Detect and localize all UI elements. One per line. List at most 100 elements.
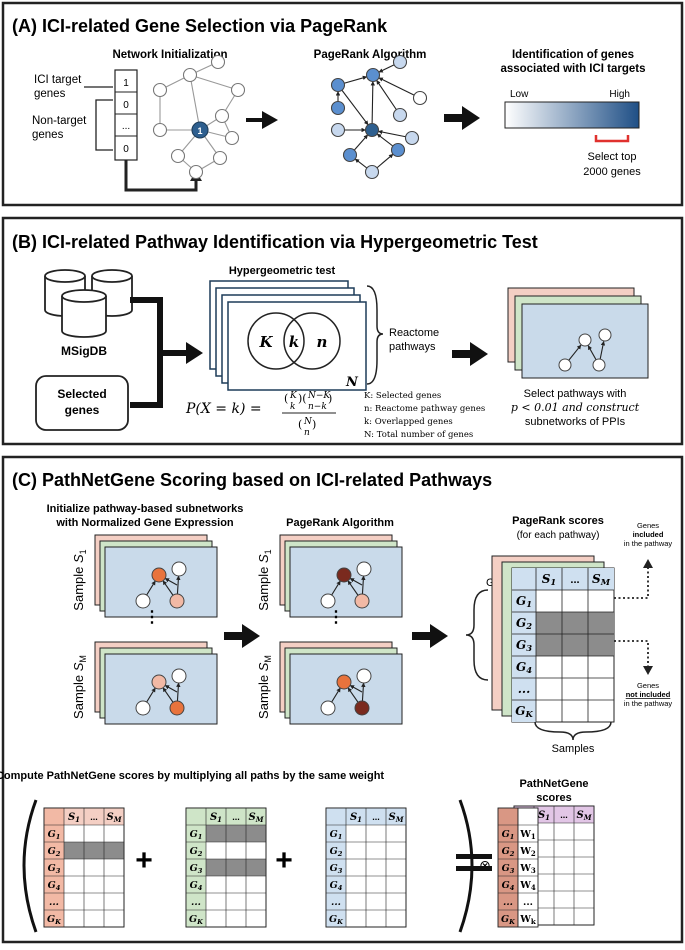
subnetwork-node xyxy=(151,567,167,583)
subnetwork-edge xyxy=(164,577,178,586)
not-included-arrowhead xyxy=(643,666,653,675)
sample-col-label: S1 xyxy=(210,812,222,824)
arrow-b1 xyxy=(160,342,203,364)
network-edge xyxy=(378,77,421,99)
legend-k: k: Overlapped genes xyxy=(364,417,453,427)
subnetwork-node xyxy=(558,358,572,372)
subnetwork-node xyxy=(578,333,592,347)
compute-title: Compute PathNetGene scores by multiplyin… xyxy=(0,770,384,782)
panel-b-title: (B) ICI-related Pathway Identification v… xyxy=(12,232,538,252)
pathway-stack-b xyxy=(507,287,649,379)
subnetwork-node xyxy=(171,561,187,577)
non-target-genes-label: genes xyxy=(32,129,64,141)
not-included-line3: in the pathway xyxy=(624,699,673,708)
sample-label: Sample S1 xyxy=(71,549,88,610)
svg-text:(: ( xyxy=(284,392,288,405)
svg-text:): ) xyxy=(328,392,332,405)
vector-value: ... xyxy=(122,121,130,132)
gene-label: ... xyxy=(503,897,513,908)
network-edge xyxy=(370,81,376,131)
select-top-line1: Select top xyxy=(588,151,637,163)
high-label: High xyxy=(609,89,630,100)
small-table-gene-col xyxy=(186,808,206,927)
arrow-c1 xyxy=(224,624,260,648)
sample-subnetwork xyxy=(320,668,372,716)
selected-genes-box xyxy=(35,375,129,431)
vector-value: 0 xyxy=(123,100,129,111)
plus-2: + xyxy=(275,844,293,877)
sample-label: Sample S1 xyxy=(256,549,273,610)
network-node xyxy=(364,122,380,138)
pathnetgene-line1: PathNetGene xyxy=(519,778,588,790)
legend-N: N: Total number of genes xyxy=(364,430,473,440)
select-pw-line3: subnetworks of PPIs xyxy=(525,416,626,428)
pagerank-scores-sub: (for each pathway) xyxy=(517,530,600,541)
small-table-header xyxy=(346,808,406,825)
network-edge xyxy=(337,84,369,126)
formula-rhs: ( K k )( N−K n−k ) ( N n ) xyxy=(282,391,336,438)
venn-K: K xyxy=(258,333,273,351)
subnetwork-node xyxy=(356,561,372,577)
weight-label: W4 xyxy=(519,880,536,892)
ici-target-label: ICI target xyxy=(34,74,82,86)
not-included-line1: Genes xyxy=(637,681,659,690)
formula-lhs: P(X = k) = xyxy=(185,401,262,417)
samples-brace xyxy=(534,721,612,741)
sample-col-label: S1 xyxy=(68,812,80,824)
init-line2: with Normalized Gene Expression xyxy=(55,517,234,529)
venn-n: n xyxy=(317,333,328,351)
network-node xyxy=(342,147,358,163)
venn-N: N xyxy=(345,375,359,390)
weight-label: Wk xyxy=(519,914,536,926)
network-node xyxy=(230,82,246,98)
panel-a-border xyxy=(1,1,684,207)
small-table-grey-row xyxy=(206,825,266,842)
vector-value: 1 xyxy=(123,78,129,89)
subnetwork-edge xyxy=(349,577,363,586)
panel-b-border xyxy=(1,216,684,446)
seed-vector: 1 0 ... 0 xyxy=(114,69,138,161)
network-node xyxy=(392,54,408,70)
weight-label: W2 xyxy=(519,846,536,858)
subnetwork-node xyxy=(336,567,352,583)
sample-label: Sample SM xyxy=(256,655,273,719)
panel-c: (C) PathNetGene Scoring based on ICI-rel… xyxy=(0,455,684,944)
network-node xyxy=(224,130,240,146)
svg-text:n−k: n−k xyxy=(308,402,327,412)
database-icon xyxy=(44,269,133,338)
venn-k: k xyxy=(289,333,299,351)
pathnetgene-line2: scores xyxy=(536,792,571,804)
col-ellipsis: ... xyxy=(570,574,579,586)
weight-label: ... xyxy=(523,897,533,908)
subnetwork-edge xyxy=(164,684,178,693)
small-table-gene-col xyxy=(44,808,64,927)
score-table-gene-col xyxy=(512,568,536,722)
select-pw-line1: Select pathways with xyxy=(524,388,627,400)
reactome-line1: Reactome xyxy=(389,327,439,339)
svg-text:K: K xyxy=(289,391,298,401)
panel-b: (B) ICI-related Pathway Identification v… xyxy=(1,216,684,446)
network-node xyxy=(404,130,420,146)
subnetwork-node xyxy=(320,700,336,716)
hyper-title: Hypergeometric test xyxy=(229,265,336,277)
svg-text:N: N xyxy=(303,417,313,427)
selected-genes-line1: Selected xyxy=(57,387,106,401)
network-node xyxy=(330,100,346,116)
sample-label: Sample SM xyxy=(71,655,88,719)
reactome-brace xyxy=(366,285,384,385)
feedback-arrow xyxy=(124,160,198,192)
score-table-header xyxy=(536,568,614,590)
subnetwork-node xyxy=(169,593,185,609)
panel-a: (A) ICI-related Gene Selection via PageR… xyxy=(1,1,684,207)
sample-subnetwork xyxy=(135,668,187,716)
network-edge xyxy=(189,74,239,91)
included-arrow xyxy=(614,566,649,599)
weight-label: W3 xyxy=(519,863,536,875)
network-node xyxy=(364,164,380,180)
sample-col-label: SM xyxy=(389,812,404,824)
panel-a-title: (A) ICI-related Gene Selection via PageR… xyxy=(12,16,388,36)
svg-text:): ) xyxy=(312,418,316,431)
network-node xyxy=(152,122,168,138)
